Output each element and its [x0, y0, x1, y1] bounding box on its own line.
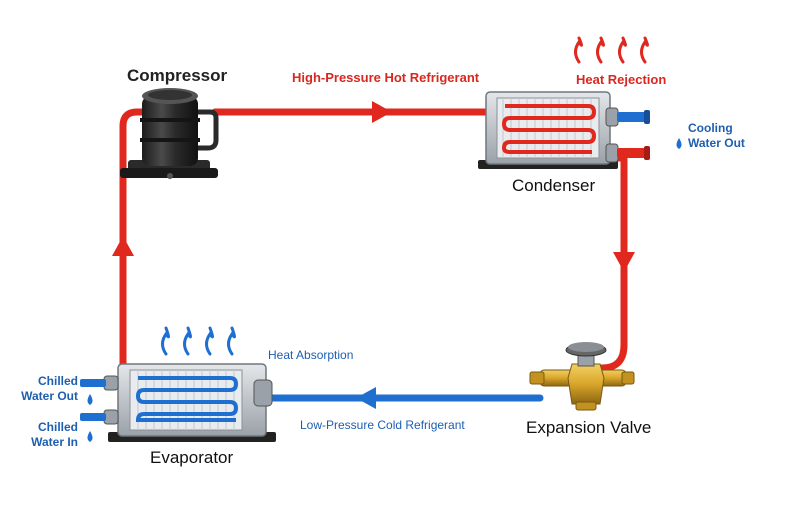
- flow-arrow-left: [356, 387, 376, 409]
- flow-arrow-down: [613, 252, 635, 272]
- high-pressure-label: High-Pressure Hot Refrigerant: [292, 70, 480, 85]
- expansion-valve-label: Expansion Valve: [526, 418, 652, 437]
- chilled-water-in-label: Chilled Water In: [10, 420, 78, 450]
- heat-rejection-label: Heat Rejection: [576, 72, 667, 87]
- compressor-label: Compressor: [127, 66, 228, 85]
- water-drop-icon: [676, 138, 682, 149]
- heat-absorption-waves-icon: [161, 326, 236, 356]
- water-drop-icon: [87, 394, 93, 405]
- evaporator-label: Evaporator: [150, 448, 234, 467]
- chilled-water-out-label: Chilled Water Out: [10, 374, 78, 404]
- cooling-water-out-line1: Cooling: [688, 121, 733, 135]
- water-drop-icon: [87, 431, 93, 442]
- cooling-water-out-line2: Water Out: [688, 136, 745, 150]
- heat-absorption-label: Heat Absorption: [268, 348, 354, 362]
- flow-arrow-right: [372, 101, 392, 123]
- chilled-water-in-line2: Water In: [31, 435, 78, 449]
- cooling-water-out-label: Cooling Water Out: [688, 121, 745, 151]
- heat-rejection-flames-icon: [574, 36, 649, 64]
- condenser-label: Condenser: [512, 176, 596, 195]
- chilled-water-in-line1: Chilled: [37, 420, 78, 434]
- chilled-water-out-line1: Chilled: [37, 374, 78, 388]
- evaporator: [80, 363, 276, 442]
- condenser: [478, 91, 650, 169]
- low-pressure-label: Low-Pressure Cold Refrigerant: [300, 418, 465, 432]
- flow-arrow-up: [112, 236, 134, 256]
- compressor: [120, 88, 219, 179]
- hot-refrigerant-pipe: [119, 108, 628, 376]
- chilled-water-out-line2: Water Out: [21, 389, 78, 403]
- expansion-valve: [529, 342, 635, 411]
